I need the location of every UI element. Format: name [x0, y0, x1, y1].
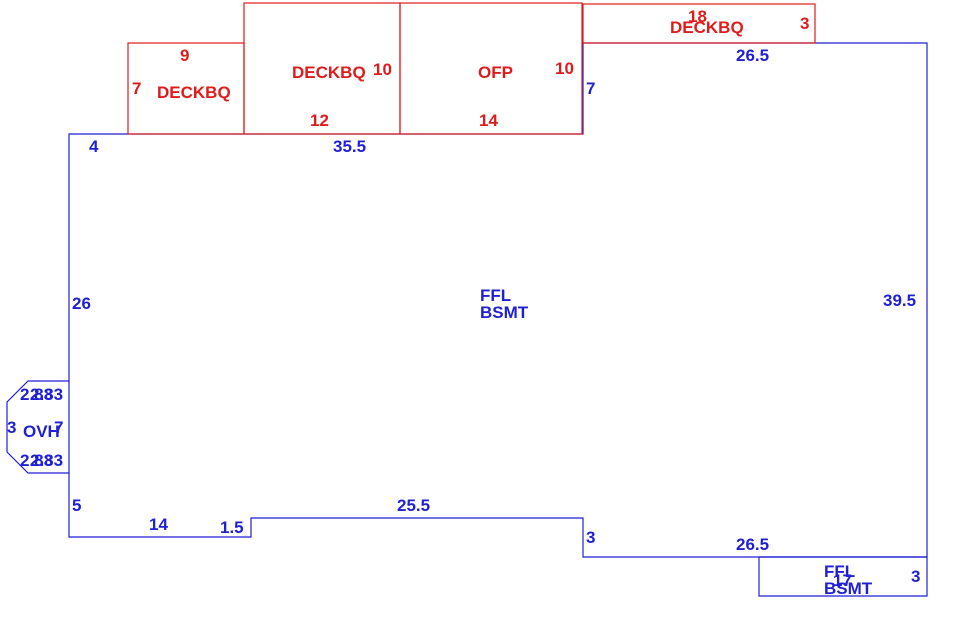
dim-left: 26	[72, 294, 91, 313]
dim-lower-left: 5	[72, 496, 81, 515]
dim-short-upper-left: 4	[89, 137, 99, 156]
dim-ovh-left: 3	[7, 418, 16, 437]
main-area-label-ffl: FFL	[480, 286, 511, 305]
main-area-label-bsmt: BSMT	[480, 303, 529, 322]
dim-bottom-step: 1.5	[220, 518, 244, 537]
dim-ovh-angle-bottom-overprint: 2.83	[30, 451, 63, 470]
dim-ofp-side: 10	[555, 59, 574, 78]
dim-bottom-right: 26.5	[736, 535, 769, 554]
dim-ovh-angle-top-overprint: 2.83	[30, 385, 63, 404]
dim-deck-mid-side: 10	[373, 60, 392, 79]
ovh-label: OVH	[23, 422, 60, 441]
dim-bottom-left: 14	[149, 515, 168, 534]
small-area-outline	[758, 556, 928, 597]
dim-ovh-right: 7	[54, 418, 63, 437]
dim-ovh-angle-bottom: 2.83	[20, 451, 53, 470]
deck-left-label: DECKBQ	[157, 83, 231, 102]
ofp-outline	[399, 2, 583, 135]
deck-right-label: DECKBQ	[670, 18, 744, 37]
dim-top-left: 35.5	[333, 137, 366, 156]
dim-small-height: 3	[911, 567, 920, 586]
ovh-outline	[6, 380, 69, 474]
ofp-label: OFP	[478, 63, 513, 82]
dim-ovh-angle-top: 2.83	[20, 385, 53, 404]
dim-top-right: 26.5	[736, 46, 769, 65]
deck-mid-label: DECKBQ	[292, 63, 366, 82]
dim-ofp-bottom: 14	[479, 111, 498, 130]
dim-bottom-mid: 25.5	[397, 496, 430, 515]
dim-deck-mid-bottom: 12	[310, 111, 329, 130]
dim-deck-right-top: 18	[688, 7, 707, 26]
deck-right-outline	[582, 3, 816, 44]
dim-small-width: 17	[833, 571, 852, 590]
dim-right: 39.5	[883, 291, 916, 310]
small-area-label-bsmt: BSMT	[824, 579, 873, 598]
dim-upper-right-vertical: 7	[586, 79, 595, 98]
dim-deck-left-top: 9	[180, 46, 189, 65]
dim-deck-left-side: 7	[132, 79, 141, 98]
dim-deck-right-side: 3	[800, 14, 809, 33]
dim-step-down: 3	[586, 528, 595, 547]
small-area-label-ffl: FFL	[824, 562, 855, 581]
